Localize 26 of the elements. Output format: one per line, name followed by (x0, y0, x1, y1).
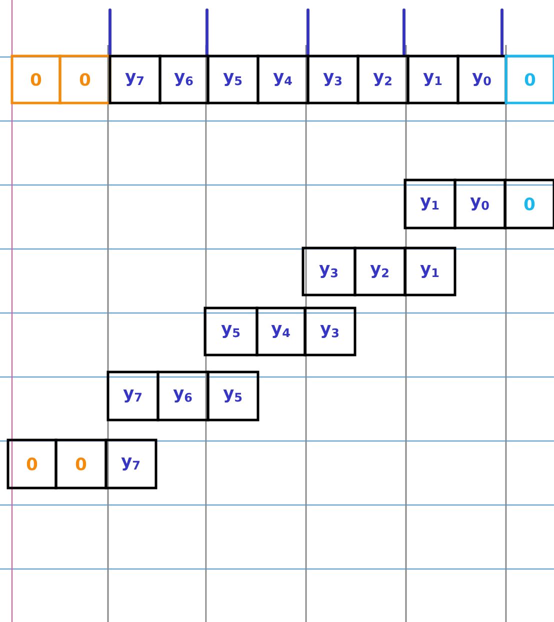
bit-cell: y$_{3}$ (306, 54, 360, 104)
bit-cell: y$_{2}$ (356, 54, 410, 104)
bit-cell: 0 (54, 438, 108, 490)
bit-cell: y$_{1}$ (404, 246, 456, 296)
bit-cell: 0 (504, 54, 554, 104)
bit-cell: y$_{6}$ (156, 370, 210, 422)
bit-cell: 0 (504, 178, 554, 230)
bit-cell: y$_{4}$ (256, 54, 310, 104)
bit-cell: y$_{5}$ (206, 370, 260, 422)
bit-cell: 0 (10, 54, 62, 104)
bit-cell: y$_{1}$ (406, 54, 460, 104)
bit-cell: 0 (58, 54, 112, 104)
bit-cell: y$_{7}$ (108, 54, 162, 104)
bit-cell: y$_{1}$ (404, 178, 456, 230)
bit-cell: y$_{7}$ (106, 370, 160, 422)
bit-cell: y$_{0}$ (454, 178, 506, 230)
bit-cell: y$_{5}$ (206, 54, 260, 104)
bit-cell: y$_{2}$ (354, 246, 406, 296)
bit-cell: y$_{6}$ (158, 54, 210, 104)
bit-cell: 0 (6, 438, 58, 490)
bit-cell: y$_{0}$ (456, 54, 508, 104)
bit-cell: y$_{7}$ (104, 438, 158, 490)
bit-cell: y$_{3}$ (302, 246, 356, 296)
bit-cell: y$_{3}$ (304, 306, 356, 356)
bit-cell: y$_{4}$ (256, 306, 306, 356)
bit-cell: y$_{5}$ (204, 306, 258, 356)
